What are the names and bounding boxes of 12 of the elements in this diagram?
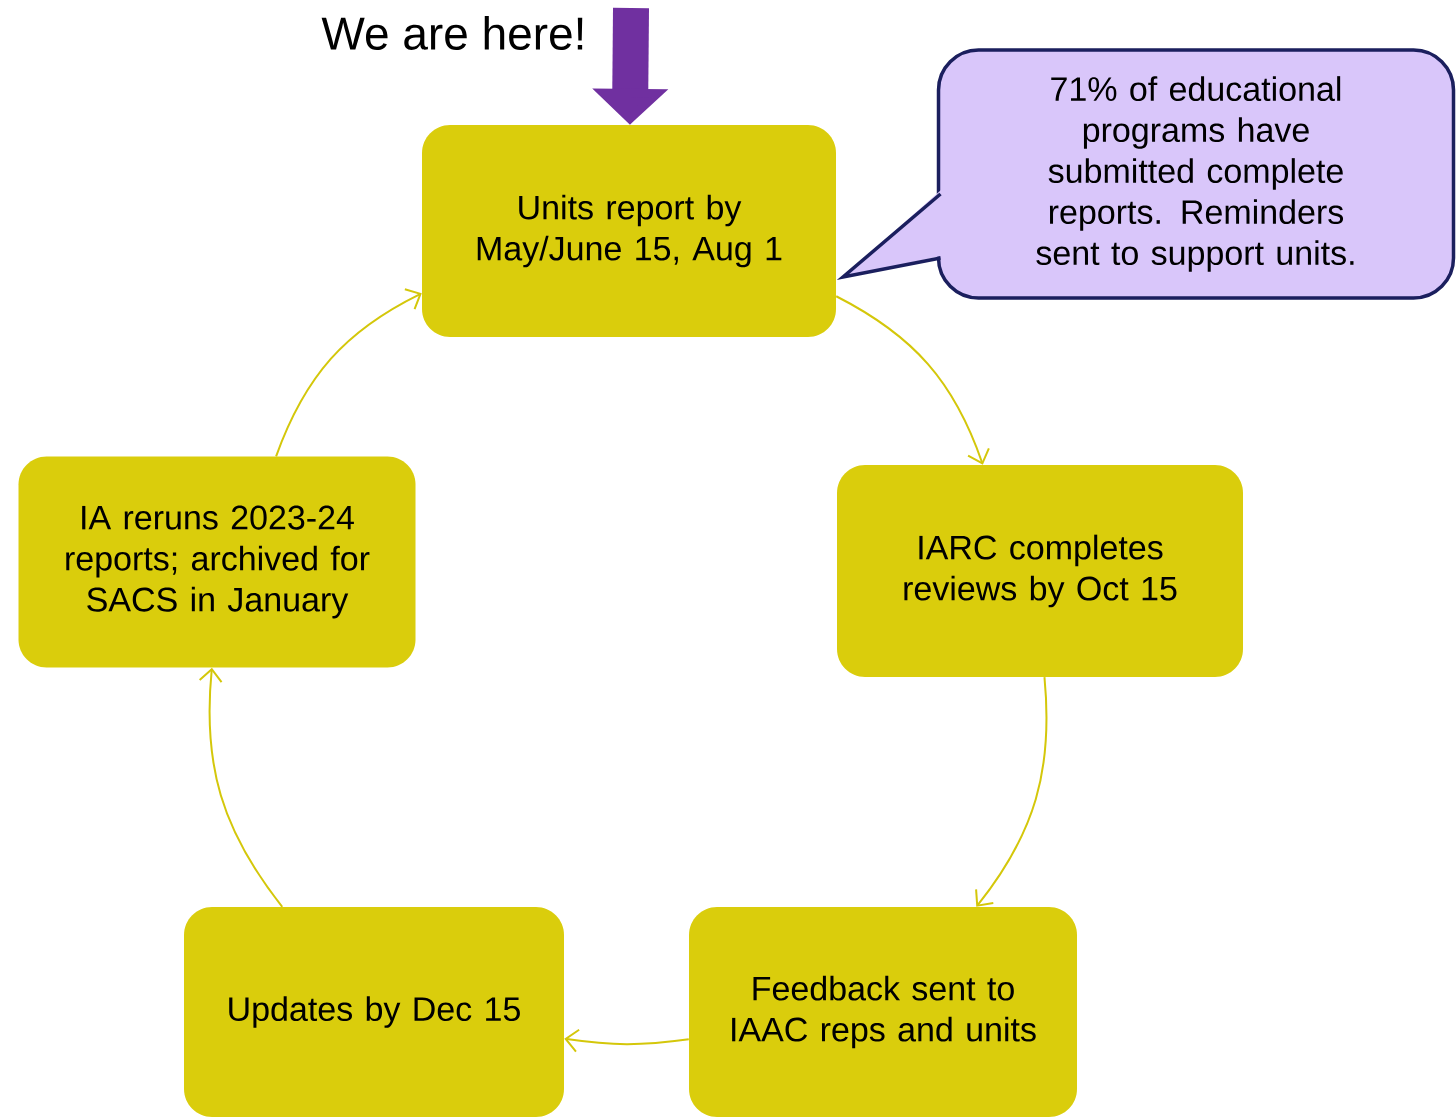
process-box: IARC completes reviews by Oct 15 — [837, 465, 1243, 677]
arrow — [198, 667, 284, 908]
arrow — [564, 1028, 690, 1053]
speech-bubble: 71% of educational programs have submitted complete reports. Reminders sent to support units. — [836, 48, 1456, 300]
arrow — [975, 676, 1048, 907]
pointer-caption: We are here! — [321, 16, 583, 50]
process-box: Updates by Dec 15 — [184, 907, 564, 1117]
process-box: Feedback sent to IAAC reps and units — [689, 907, 1077, 1117]
process-box: Units report by May/June 15, Aug 1 — [422, 125, 836, 337]
arrow — [835, 295, 990, 465]
arrow — [275, 288, 422, 458]
process-box: IA reruns 2023-24 reports; archived for SACS in January — [18, 456, 416, 668]
